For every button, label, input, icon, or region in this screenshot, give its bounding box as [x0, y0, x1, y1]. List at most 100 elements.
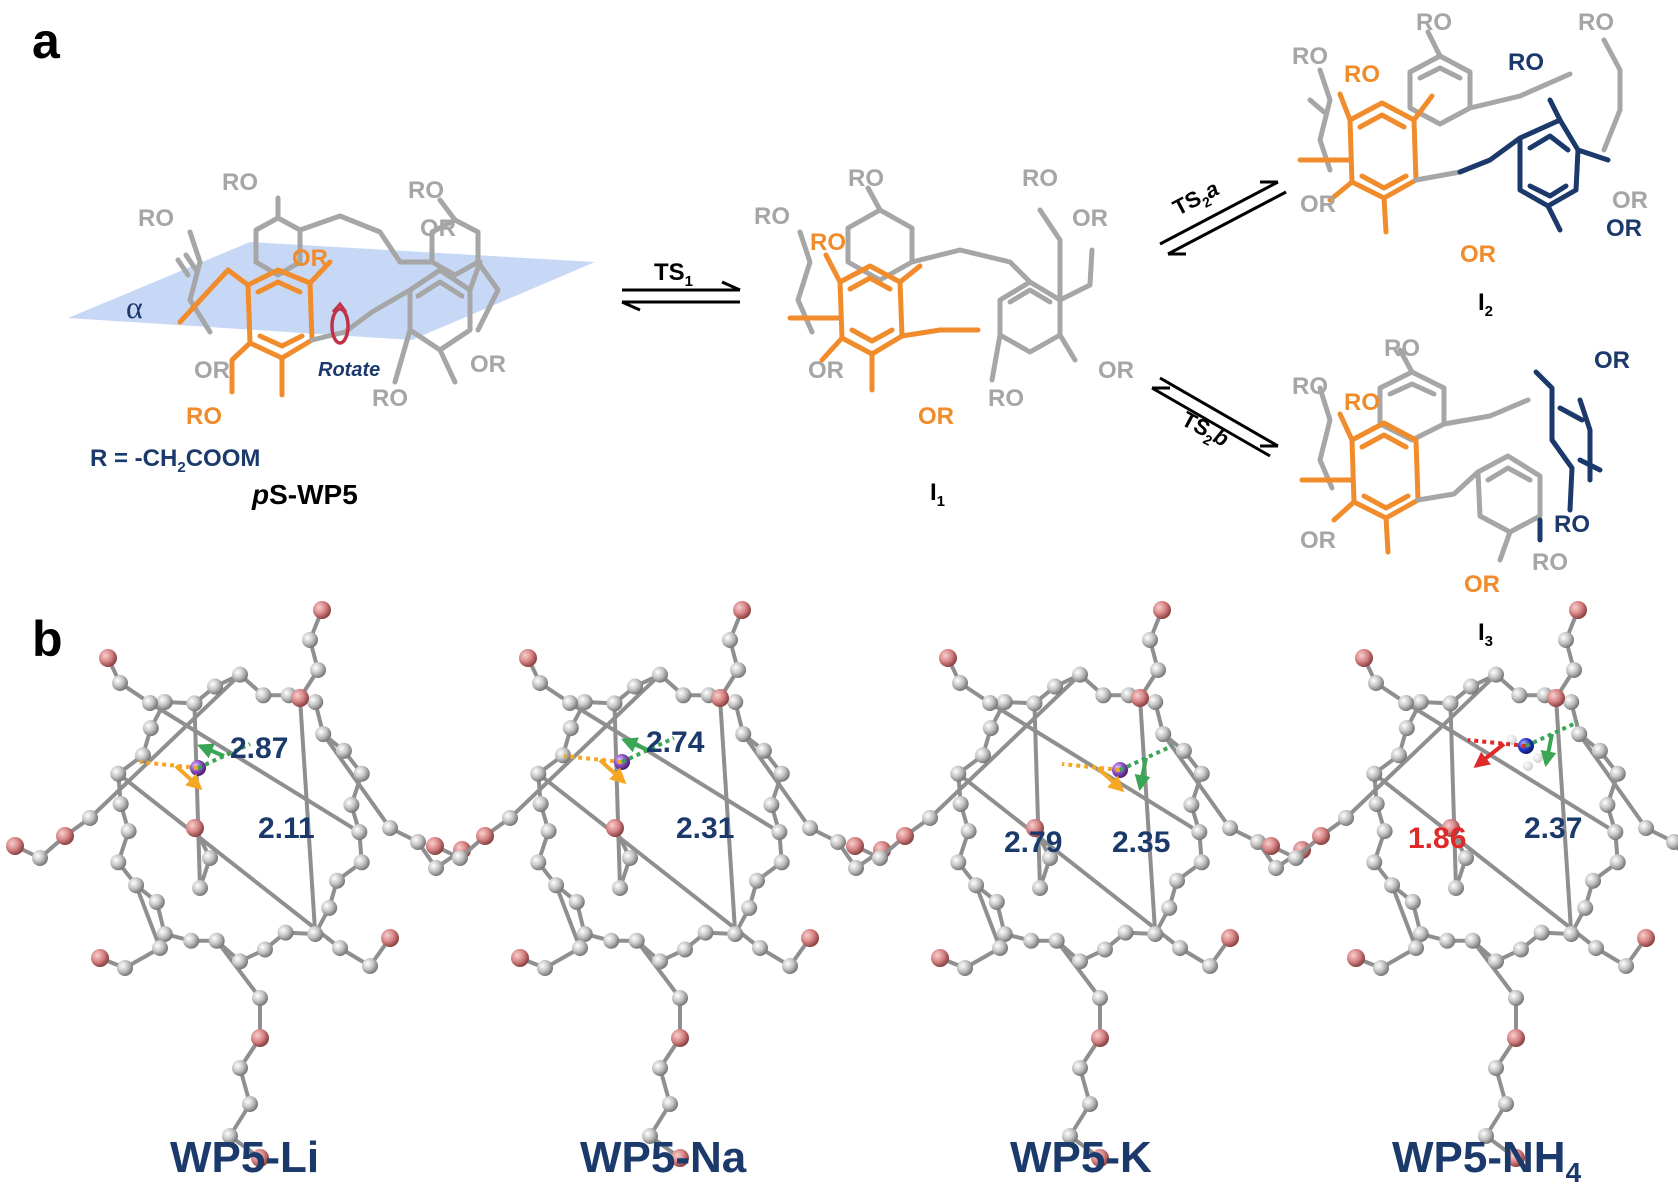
carbon-atom	[1095, 687, 1112, 704]
carbon-atom	[1563, 694, 1580, 711]
carbon-atom	[1023, 932, 1040, 949]
carbon-atom	[1384, 877, 1401, 894]
carbon-atom	[752, 940, 768, 956]
or-label: OR	[808, 357, 844, 384]
hydrogen-atom	[1533, 753, 1543, 763]
carbon-atom	[782, 958, 798, 974]
or-label: OR	[470, 351, 506, 378]
carbon-atom	[950, 854, 967, 871]
carbon-atom	[606, 695, 623, 712]
ro-label: RO	[408, 177, 444, 204]
oxygen-atom	[1347, 949, 1365, 967]
carbon-atom	[1584, 872, 1601, 889]
carbon-atom	[351, 824, 368, 841]
carbon-atom	[1117, 924, 1134, 941]
carbon-atom	[362, 958, 378, 974]
oxygen-atom	[476, 827, 494, 845]
carbon-atom	[1191, 824, 1208, 841]
oxygen-atom	[1091, 1149, 1109, 1167]
or-label-orange: OR	[918, 403, 954, 430]
carbon-atom	[256, 941, 273, 958]
ro-label-navy: RO	[1508, 49, 1544, 76]
carbon-atom	[950, 765, 967, 782]
bond	[928, 673, 1082, 820]
carbon-atom	[697, 924, 714, 941]
oxygen-atom	[1262, 837, 1280, 855]
bond	[1554, 697, 1574, 935]
carbon-atom	[652, 1060, 668, 1076]
oxygen-atom	[931, 949, 949, 967]
carbon-atom	[32, 850, 48, 866]
carbon-atom	[741, 899, 758, 916]
carbon-atom	[992, 940, 1008, 956]
carbon-atom	[1026, 695, 1043, 712]
carbon-atom	[771, 824, 788, 841]
carbon-atom	[530, 854, 547, 871]
carbon-atom	[183, 932, 200, 949]
carbon-atom	[232, 1060, 248, 1076]
bond	[1161, 732, 1232, 830]
i2-label: I2	[1478, 289, 1493, 320]
ro-label: RO	[988, 385, 1024, 412]
carbon-atom	[568, 893, 585, 910]
interaction-line	[621, 736, 675, 764]
bond	[1390, 884, 1418, 949]
ts2b-equilibrium-arrows	[1151, 376, 1279, 458]
carbon-atom	[730, 662, 746, 678]
carbon-atom	[628, 932, 645, 949]
carbon-atom	[530, 765, 547, 782]
carbon-atom	[208, 932, 225, 949]
bond	[1055, 939, 1102, 1000]
bond	[635, 939, 682, 1000]
oxygen-atom	[6, 837, 24, 855]
oxygen-atom	[1637, 929, 1655, 947]
or-label-orange: OR	[1464, 571, 1500, 598]
or-label: OR	[194, 357, 230, 384]
carbon-atom	[1558, 632, 1574, 648]
carbon-atom	[748, 872, 765, 889]
carbon-atom	[952, 795, 969, 812]
carbon-atom	[1047, 678, 1064, 695]
ro-label: RO	[1384, 335, 1420, 362]
carbon-atom	[1193, 765, 1210, 782]
carbon-atom	[1464, 932, 1481, 949]
interaction-line	[139, 760, 199, 770]
oxygen-atom	[291, 689, 309, 707]
carbon-atom	[1155, 726, 1172, 743]
carbon-atom	[672, 990, 688, 1006]
bond	[298, 697, 318, 935]
carbon-atom	[872, 850, 888, 866]
oxygen-atom	[1131, 689, 1149, 707]
oxygen-atom	[91, 949, 109, 967]
carbon-atom	[576, 925, 593, 942]
ro-label-navy: RO	[1554, 511, 1590, 538]
carbon-atom	[922, 810, 938, 826]
carbon-atom	[572, 940, 588, 956]
alpha-label: α	[126, 289, 143, 325]
carbon-atom	[1096, 941, 1113, 958]
carbon-atom	[1588, 940, 1604, 956]
bond	[321, 732, 392, 830]
carbon-atom	[452, 850, 468, 866]
ro-label: RO	[222, 169, 258, 196]
oxygen-atom	[99, 649, 117, 667]
carbon-atom	[1150, 662, 1166, 678]
carbon-atom	[1563, 925, 1580, 942]
oxygen-atom	[846, 837, 864, 855]
carbon-atom	[1368, 675, 1384, 691]
carbon-atom	[1638, 820, 1654, 836]
carbon-atom	[302, 632, 318, 648]
oxygen-atom	[1507, 1029, 1525, 1047]
bond	[508, 673, 662, 820]
carbon-atom	[952, 675, 968, 691]
interaction-line	[1061, 762, 1121, 772]
interaction-line	[563, 754, 623, 764]
carbon-atom	[1072, 953, 1088, 970]
or-label-orange: OR	[292, 245, 328, 272]
carbon-atom	[382, 820, 398, 836]
bond	[568, 701, 781, 834]
ro-label: RO	[1578, 9, 1614, 36]
carbon-atom	[82, 810, 98, 826]
carbon-atom	[242, 1096, 258, 1112]
carbon-atom	[562, 720, 579, 737]
